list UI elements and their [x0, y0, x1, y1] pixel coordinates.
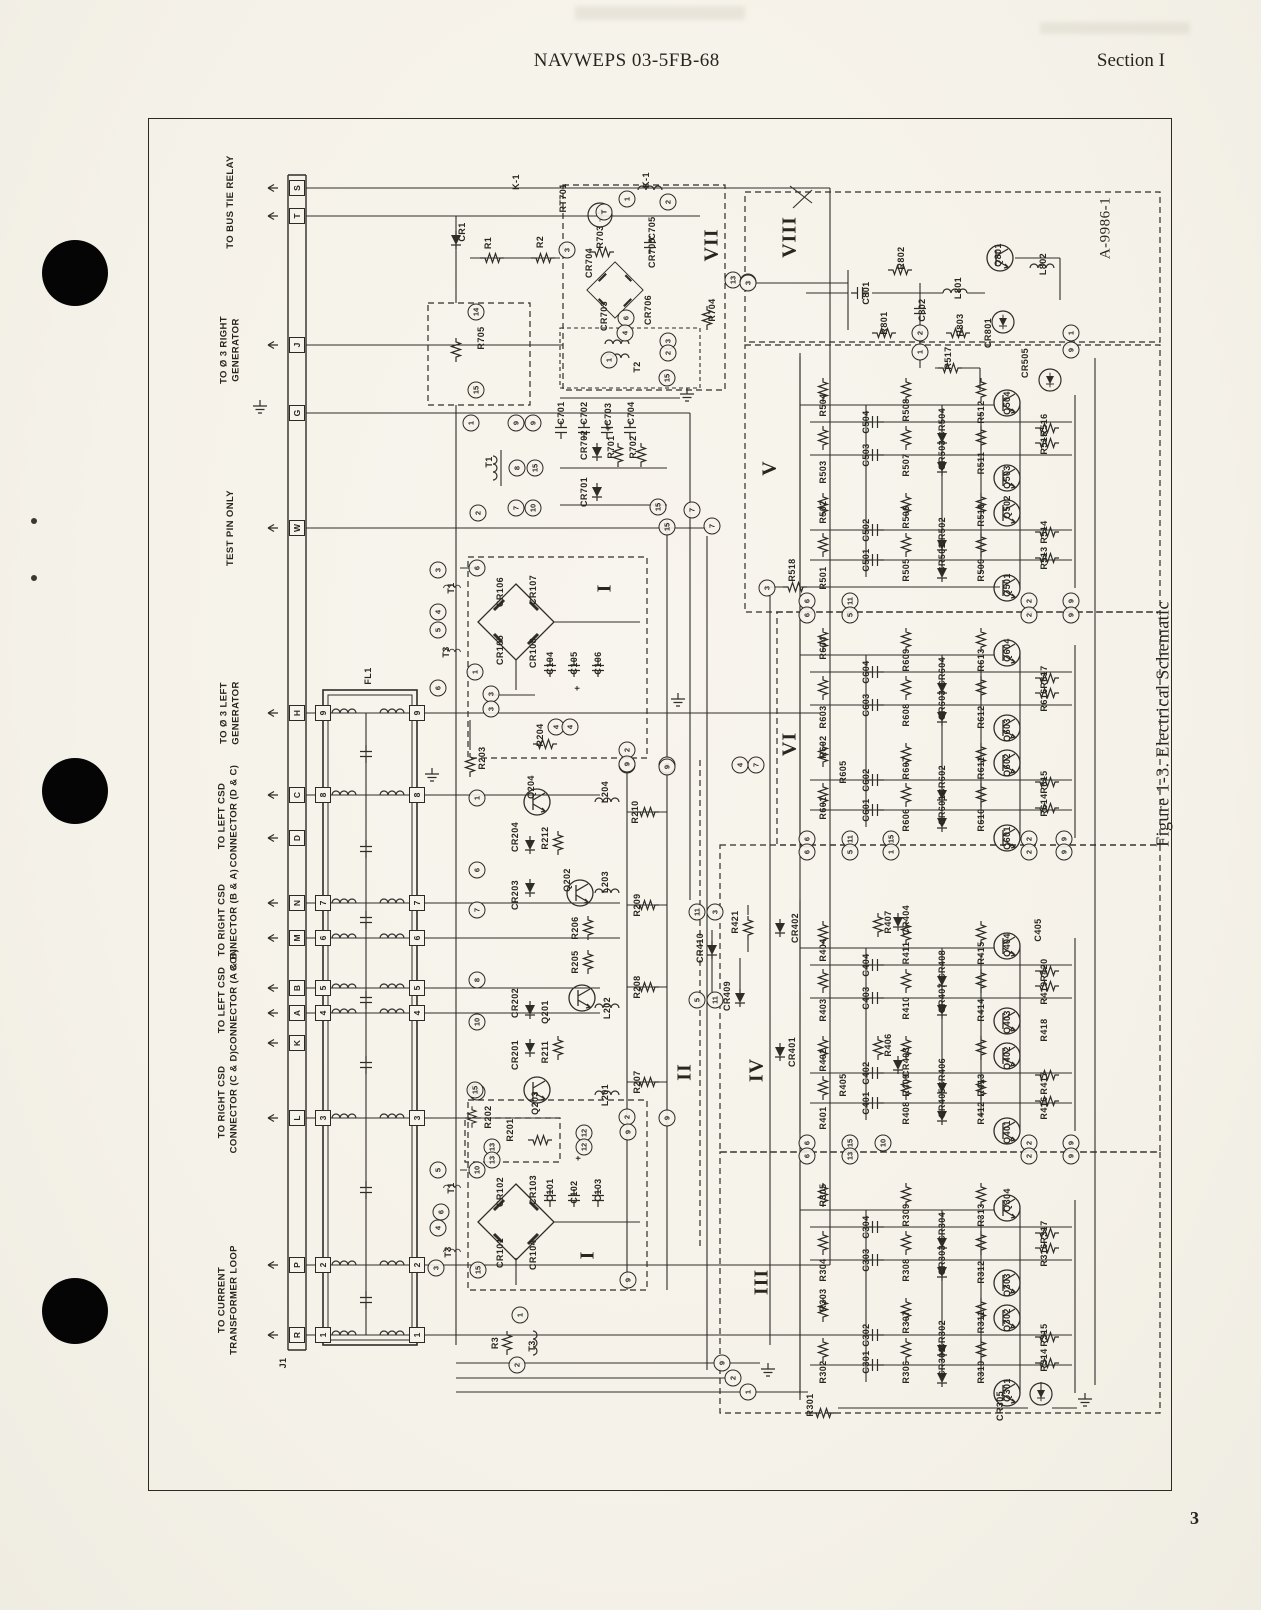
publication-number: NAVWEPS 03-5FB-68 — [533, 50, 720, 71]
section-title: Section I — [1096, 50, 1165, 71]
schematic-frame — [148, 118, 1172, 1491]
scan-ghost — [575, 6, 745, 20]
scan-ghost — [1040, 22, 1190, 34]
page-number: 3 — [1190, 1508, 1199, 1528]
figure-caption: Figure 1-3. Electrical Schematic — [1152, 601, 1173, 847]
page-speck — [31, 575, 37, 581]
binder-hole — [42, 1278, 108, 1344]
binder-hole — [42, 240, 108, 306]
page-speck — [31, 518, 37, 524]
drawing-number: A-9986-1 — [1097, 196, 1114, 260]
binder-hole — [42, 758, 108, 824]
page-header: NAVWEPS 03-5FB-68 Section I — [0, 50, 1261, 76]
